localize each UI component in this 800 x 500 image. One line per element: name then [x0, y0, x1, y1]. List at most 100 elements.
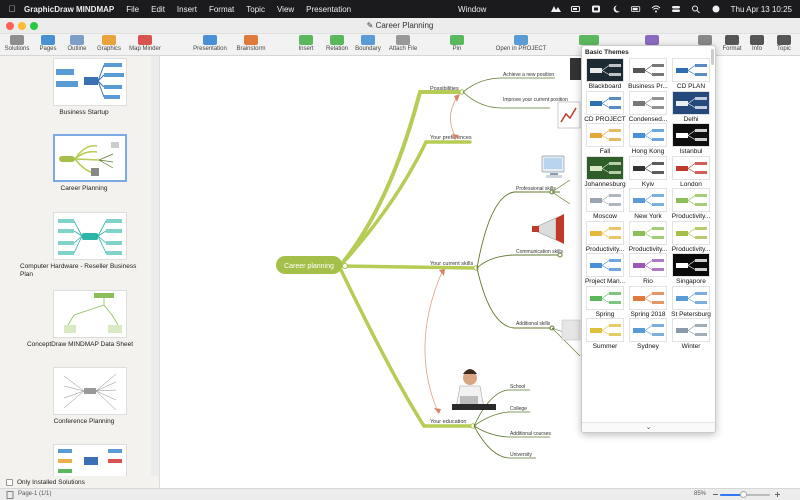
menu-edit[interactable]: Edit — [151, 4, 165, 14]
menu-file[interactable]: File — [126, 4, 140, 14]
theme-preview[interactable] — [672, 58, 710, 82]
theme-item[interactable]: Rio — [627, 253, 669, 286]
theme-preview[interactable] — [629, 155, 667, 180]
zoom-slider-knob[interactable] — [739, 491, 747, 498]
themes-scroll-down-button[interactable]: ⌄ — [582, 422, 715, 432]
template-thumbnail[interactable] — [53, 134, 127, 182]
relation-arrow-skills-education[interactable] — [424, 271, 443, 413]
only-installed-label[interactable]: Only Installed Solutions — [17, 478, 85, 486]
relation-arrow-possibilities-preferences[interactable] — [450, 95, 459, 139]
themes-scrollbar[interactable] — [711, 49, 714, 65]
megaphone-clipart[interactable] — [532, 214, 564, 244]
theme-item[interactable]: Productivity... — [627, 220, 669, 254]
theme-item[interactable]: Sydney — [627, 318, 669, 351]
topic-possibilities-handle[interactable] — [459, 89, 465, 95]
additional-skills-clipart[interactable] — [561, 319, 581, 341]
toolbar-attach-file-button[interactable]: Attach File — [386, 35, 420, 52]
theme-item[interactable]: Productivity... — [670, 220, 712, 254]
menu-presentation[interactable]: Presentation — [306, 4, 352, 14]
minimize-window-button[interactable] — [18, 22, 26, 30]
template-thumbnail[interactable] — [53, 444, 127, 476]
topic-education[interactable]: Your education — [430, 419, 467, 425]
subtopic-additional-skills[interactable]: Additional skills — [516, 321, 551, 327]
theme-preview[interactable] — [672, 123, 710, 147]
subtopic-school[interactable]: School — [510, 384, 525, 390]
topic-preferences[interactable]: Your preferences — [430, 135, 472, 141]
theme-item[interactable]: Delhi — [670, 90, 712, 124]
theme-item[interactable]: Moscow — [584, 188, 626, 221]
topic-possibilities[interactable]: Possibilities — [430, 86, 459, 92]
theme-item[interactable]: Winter — [670, 318, 712, 351]
toolbar-pin-button[interactable]: Pin — [449, 35, 465, 52]
toolbar-brainstorm-button[interactable]: Brainstorm — [234, 35, 268, 52]
toolbar-format-button[interactable]: Format — [720, 35, 744, 52]
zoom-in-icon[interactable] — [774, 491, 781, 498]
theme-preview[interactable] — [672, 220, 710, 245]
subtopic-improve-current-position[interactable]: Improve your current position — [503, 97, 568, 103]
theme-preview[interactable] — [672, 155, 710, 180]
theme-item[interactable]: Blackboard — [584, 58, 626, 91]
central-collapse-handle[interactable] — [342, 263, 348, 269]
theme-preview[interactable] — [586, 123, 624, 147]
theme-item[interactable]: St Petersburg — [670, 285, 712, 319]
menubar-clock[interactable]: Thu Apr 13 10:25 — [730, 4, 792, 14]
theme-preview[interactable] — [629, 318, 667, 342]
theme-item[interactable]: CD PLAN — [670, 58, 712, 91]
theme-item[interactable]: Hong Kong — [627, 123, 669, 156]
toolbar-presentation-button[interactable]: Presentation — [191, 35, 229, 52]
theme-item[interactable]: Condensed... — [627, 90, 669, 124]
theme-item[interactable]: Kyiv — [627, 155, 669, 189]
theme-preview[interactable] — [586, 90, 624, 115]
theme-item[interactable]: Fall — [584, 123, 626, 156]
theme-preview[interactable] — [672, 90, 710, 115]
central-topic[interactable] — [276, 256, 342, 274]
toolbar-solutions-button[interactable]: Solutions — [3, 35, 31, 52]
subtopic-professional-skills[interactable]: Professional skills — [516, 186, 556, 192]
toolbar-boundary-button[interactable]: Boundary — [353, 35, 383, 52]
theme-preview[interactable] — [586, 285, 624, 310]
theme-item[interactable]: New York — [627, 188, 669, 221]
toolbar-topic-button[interactable]: Topic — [774, 35, 794, 52]
toolbar-map-minder-button[interactable]: Map Minder — [127, 35, 163, 52]
toolbar-outline-button[interactable]: Outline — [64, 35, 90, 52]
only-installed-checkbox[interactable] — [6, 478, 13, 486]
toolbar-info-button[interactable]: Info — [750, 35, 764, 52]
spotlight-search-icon[interactable] — [691, 5, 701, 13]
subtopic-achieve-new-position[interactable]: Achieve a new position — [503, 72, 554, 78]
notification-icon[interactable] — [591, 5, 601, 13]
theme-preview[interactable] — [586, 220, 624, 245]
theme-preview[interactable] — [586, 58, 624, 82]
chart-board-clipart[interactable] — [557, 101, 581, 129]
menu-window[interactable]: Window — [458, 4, 487, 14]
menu-view[interactable]: View — [276, 4, 295, 14]
toolbar-graphics-button[interactable]: Graphics — [94, 35, 124, 52]
theme-preview[interactable] — [586, 318, 624, 342]
theme-item[interactable]: Project Man... — [584, 253, 626, 286]
menu-format[interactable]: Format — [208, 4, 235, 14]
topic-current-skills[interactable]: Your current skills — [430, 261, 473, 267]
theme-item[interactable]: Business Pr... — [627, 58, 669, 91]
toolbar-pages-button[interactable]: Pages — [37, 35, 59, 52]
focus-moon-icon[interactable] — [611, 5, 621, 13]
battery-icon[interactable] — [630, 5, 641, 13]
theme-item[interactable]: Istanbul — [670, 123, 712, 156]
theme-preview[interactable] — [629, 58, 667, 82]
toolbar-insert-button[interactable]: Insert — [295, 35, 317, 52]
theme-preview[interactable] — [672, 253, 710, 277]
apple-icon[interactable]:  — [0, 4, 24, 14]
theme-item[interactable]: Singapore — [670, 253, 712, 286]
toolbar-color-button[interactable] — [644, 35, 660, 46]
theme-item[interactable]: CD PROJECT — [584, 90, 626, 124]
subtopic-additional-courses[interactable]: Additional courses — [510, 431, 551, 437]
battery-app-icon[interactable] — [570, 5, 581, 13]
menu-topic[interactable]: Topic — [246, 4, 265, 14]
close-window-button[interactable] — [6, 22, 14, 30]
theme-preview[interactable] — [629, 90, 667, 115]
subtopic-college[interactable]: College — [510, 406, 527, 412]
zoom-out-icon[interactable] — [712, 491, 719, 498]
theme-preview[interactable] — [629, 285, 667, 310]
control-center-icon[interactable] — [671, 5, 681, 13]
template-thumbnail[interactable] — [53, 290, 127, 338]
sidebar-scrollbar[interactable] — [151, 56, 159, 476]
theme-item[interactable]: Productivity... — [584, 220, 626, 254]
